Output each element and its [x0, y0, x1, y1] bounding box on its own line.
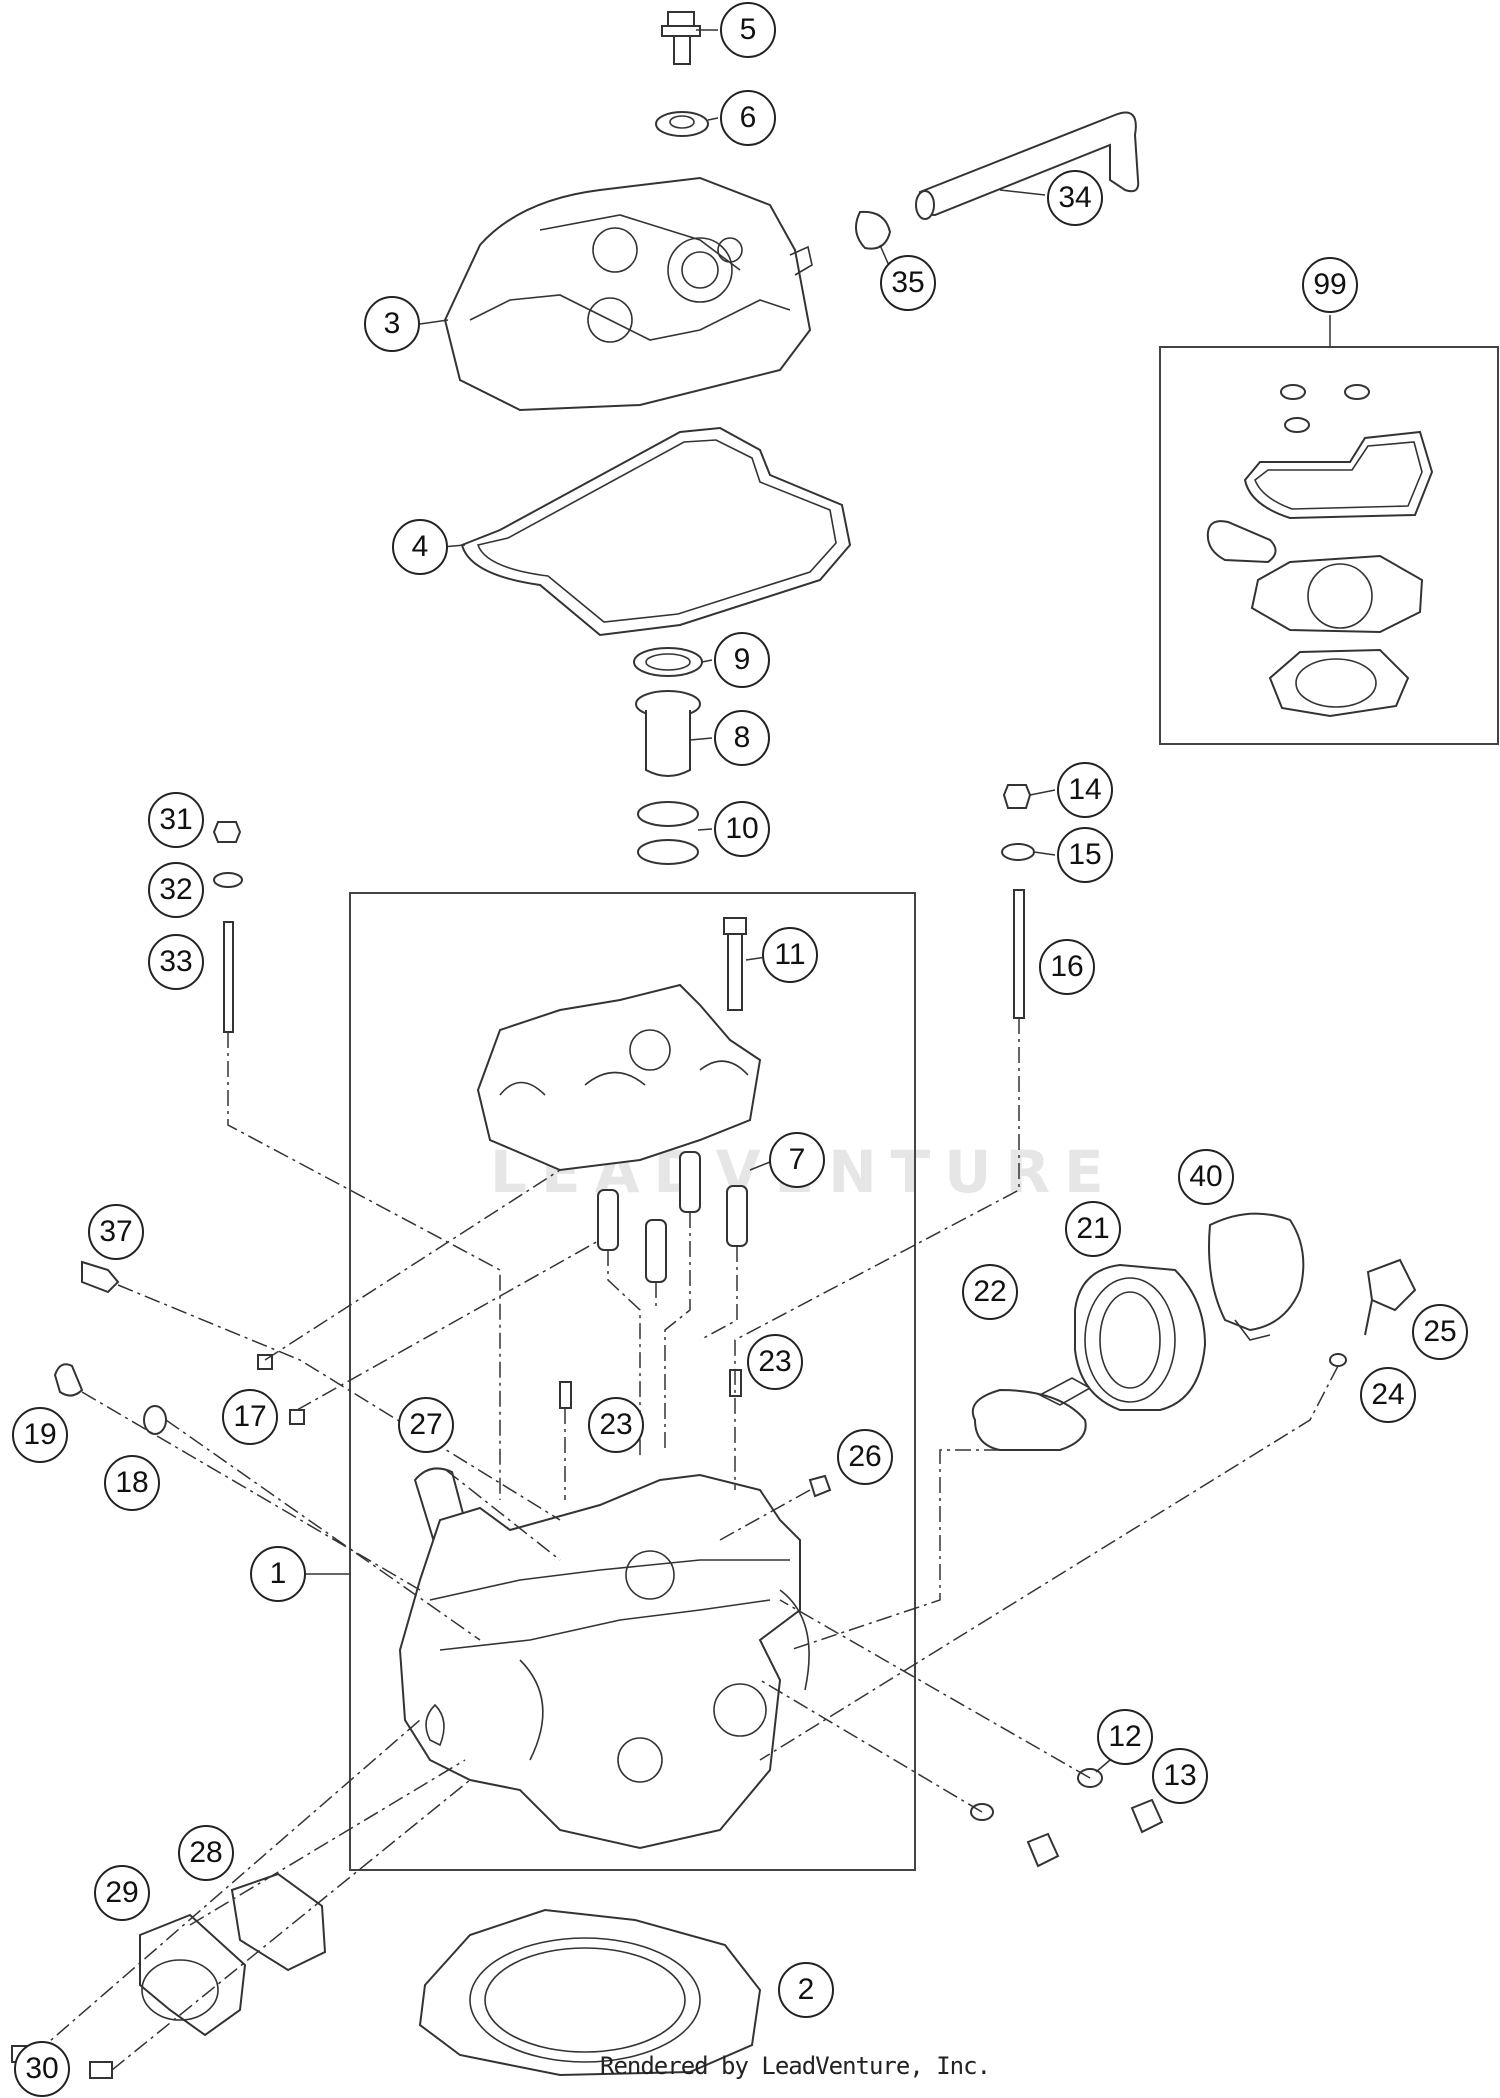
callout-14[interactable]: 14 [1057, 762, 1113, 818]
callout-31[interactable]: 31 [148, 792, 204, 848]
bolt-11-drawing [723, 917, 747, 1011]
callout-23-right[interactable]: 23 [747, 1334, 803, 1390]
camshaft-bridge-drawing [476, 983, 762, 1172]
callout-19[interactable]: 19 [12, 1407, 68, 1463]
callout-40[interactable]: 40 [1178, 1149, 1234, 1205]
hose-clamp-22-drawing [971, 1388, 1087, 1451]
seal-9-drawing [633, 647, 703, 677]
callout-15[interactable]: 15 [1057, 827, 1113, 883]
hose-clamp-35-drawing [855, 210, 892, 250]
intake-boot-21-drawing [1074, 1263, 1207, 1411]
callout-33[interactable]: 33 [148, 934, 204, 990]
gasket-kit-box [1159, 346, 1499, 745]
callout-29[interactable]: 29 [94, 1865, 150, 1921]
callout-18[interactable]: 18 [104, 1455, 160, 1511]
washer-32-drawing [213, 872, 243, 888]
nut-31-drawing [212, 821, 242, 843]
o-ring-10a-drawing [637, 801, 699, 827]
callout-16[interactable]: 16 [1039, 939, 1095, 995]
callout-11[interactable]: 11 [762, 927, 818, 983]
plug-19-drawing [53, 1363, 84, 1397]
head-gasket-2-drawing [418, 1908, 762, 2077]
callout-10[interactable]: 10 [714, 801, 770, 857]
callout-25[interactable]: 25 [1412, 1304, 1468, 1360]
clamp-40-drawing [1208, 1212, 1305, 1332]
dowel-23a-drawing [559, 1381, 572, 1409]
callout-23-left[interactable]: 23 [588, 1397, 644, 1453]
assembly-dashed-lines [34, 1018, 1339, 2071]
callout-34[interactable]: 34 [1047, 170, 1103, 226]
callout-3[interactable]: 3 [364, 296, 420, 352]
callout-21[interactable]: 21 [1065, 1201, 1121, 1257]
render-credit: Rendered by LeadVenture, Inc. [600, 2052, 991, 2080]
plug-13-drawing [1130, 1798, 1164, 1834]
valve-cover-gasket-4-drawing [460, 426, 852, 637]
cylinder-head-group-box [349, 892, 916, 1871]
washer-6-drawing [655, 111, 709, 137]
callout-32[interactable]: 32 [148, 862, 204, 918]
callout-24[interactable]: 24 [1360, 1367, 1416, 1423]
callout-13[interactable]: 13 [1152, 1748, 1208, 1804]
callout-28[interactable]: 28 [178, 1825, 234, 1881]
sensor-37-drawing [81, 1260, 120, 1294]
seal-24-drawing [1329, 1353, 1347, 1367]
fitting-17b-drawing [289, 1409, 305, 1425]
callout-9[interactable]: 9 [714, 632, 770, 688]
bolt-30b-drawing [89, 2061, 113, 2079]
valve-cover-3-drawing [443, 176, 812, 412]
callout-12[interactable]: 12 [1097, 1709, 1153, 1765]
cylinder-head-1-drawing [398, 1473, 801, 1850]
valve-guides-7-drawing [597, 1151, 748, 1283]
callout-35[interactable]: 35 [880, 255, 936, 311]
callout-27[interactable]: 27 [398, 1397, 454, 1453]
plug-drawing [1026, 1832, 1060, 1868]
plug-26-drawing [808, 1474, 832, 1498]
callout-37[interactable]: 37 [88, 1204, 144, 1260]
callout-2[interactable]: 2 [778, 1962, 834, 2018]
stud-33-drawing [223, 921, 234, 1033]
gasket-28-drawing [230, 1872, 327, 1972]
callout-26[interactable]: 26 [837, 1429, 893, 1485]
intake-manifold-29-drawing [139, 1913, 247, 2037]
o-ring-10b-drawing [637, 839, 699, 865]
callout-30[interactable]: 30 [14, 2041, 70, 2097]
bolt-5-drawing [661, 11, 701, 65]
breather-hose-34-drawing [918, 111, 1140, 217]
callout-6[interactable]: 6 [720, 90, 776, 146]
callout-99[interactable]: 99 [1302, 257, 1358, 313]
callout-8[interactable]: 8 [714, 710, 770, 766]
callout-4[interactable]: 4 [392, 519, 448, 575]
sensor-25-drawing [1366, 1258, 1417, 1312]
callout-22[interactable]: 22 [962, 1264, 1018, 1320]
callout-1[interactable]: 1 [250, 1546, 306, 1602]
callout-17[interactable]: 17 [222, 1389, 278, 1445]
washer-15-drawing [1001, 843, 1035, 861]
callout-5[interactable]: 5 [720, 2, 776, 58]
sleeve-8-drawing [635, 690, 701, 777]
washer-18-drawing [143, 1405, 167, 1435]
callout-7[interactable]: 7 [769, 1132, 825, 1188]
nut-14-drawing [1002, 784, 1032, 809]
stud-16-drawing [1013, 889, 1025, 1019]
gasket-kit-parts [1206, 384, 1434, 718]
